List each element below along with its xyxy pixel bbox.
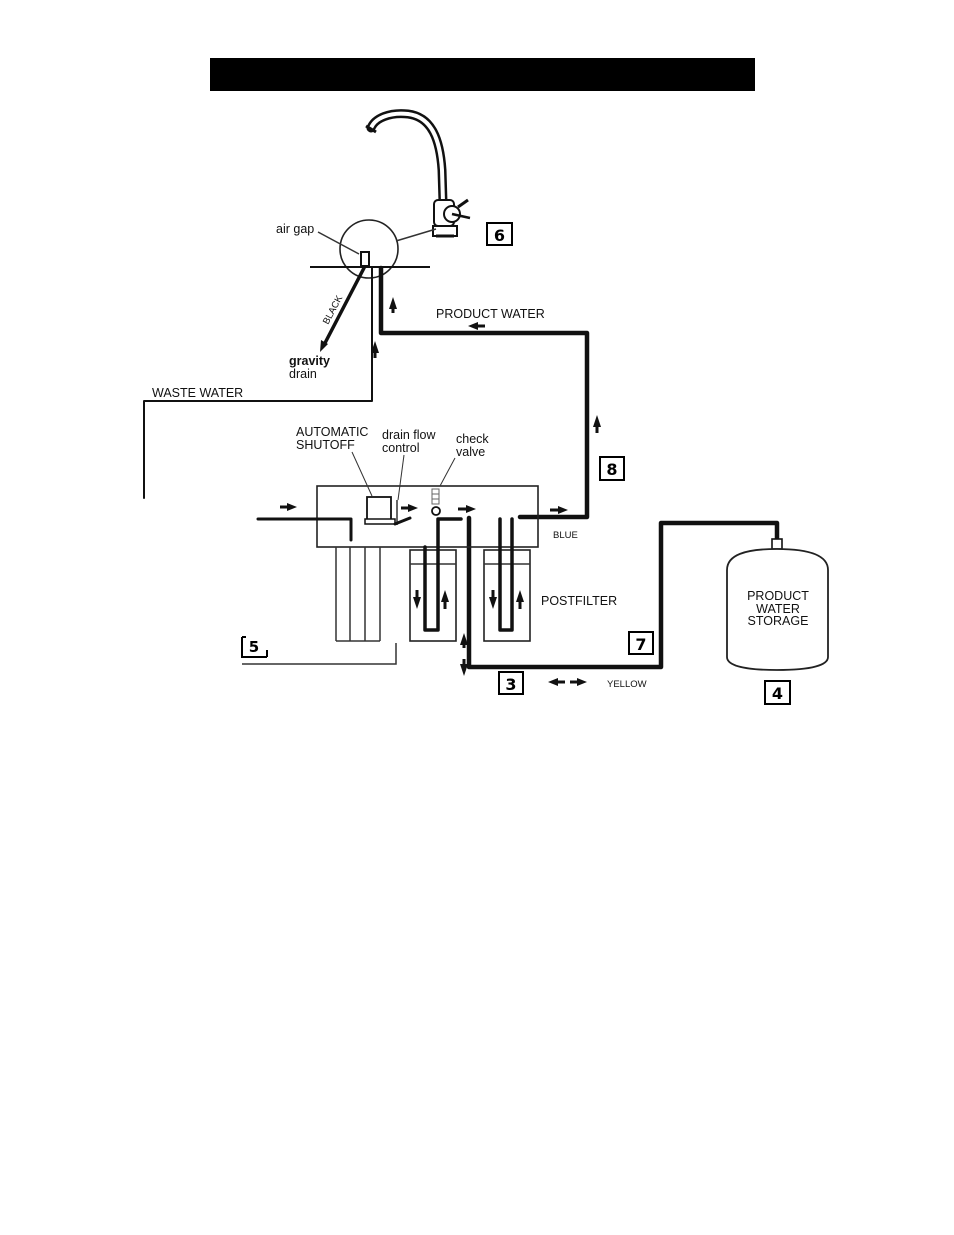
storage-label-3: STORAGE [748, 614, 809, 628]
postfilter-label: POSTFILTER [541, 594, 617, 608]
header-bar [210, 58, 755, 91]
svg-text:4: 4 [772, 684, 783, 703]
storage-label-1: PRODUCT [747, 589, 809, 603]
drain-label: drain [289, 367, 317, 381]
callout-7: 7 [629, 632, 653, 654]
prefilter-housings [242, 547, 396, 664]
svg-text:7: 7 [635, 635, 646, 654]
yellow-label: YELLOW [607, 679, 647, 690]
callout-6: 6 [487, 223, 512, 245]
automatic-shutoff-valve [367, 497, 391, 520]
postfilter-housing [484, 519, 530, 641]
valve-label: valve [456, 445, 485, 459]
shutoff-label: SHUTOFF [296, 438, 355, 452]
automatic-label: AUTOMATIC [296, 425, 368, 439]
callout-8: 8 [600, 457, 624, 480]
feed-inlet-line [258, 519, 351, 540]
check-label: check [456, 432, 489, 446]
faucet-icon [366, 114, 470, 236]
check-valve [432, 507, 440, 515]
product-water-label: PRODUCT WATER [436, 307, 545, 321]
gravity-label: gravity [289, 354, 330, 368]
product-water-line [381, 268, 587, 517]
control-label: control [382, 441, 420, 455]
callout-4: 4 [765, 681, 790, 704]
svg-text:3: 3 [505, 675, 516, 694]
callout-3: 3 [499, 672, 523, 694]
blue-label: BLUE [553, 530, 578, 541]
air-gap-label: air gap [276, 222, 314, 236]
membrane-housing [410, 519, 461, 641]
drain-flow-label: drain flow [382, 428, 436, 442]
svg-text:6: 6 [494, 226, 505, 245]
waste-water-label: WASTE WATER [152, 386, 243, 400]
callout-5: 5 [242, 637, 267, 657]
svg-text:8: 8 [606, 460, 617, 479]
svg-text:5: 5 [249, 638, 259, 656]
